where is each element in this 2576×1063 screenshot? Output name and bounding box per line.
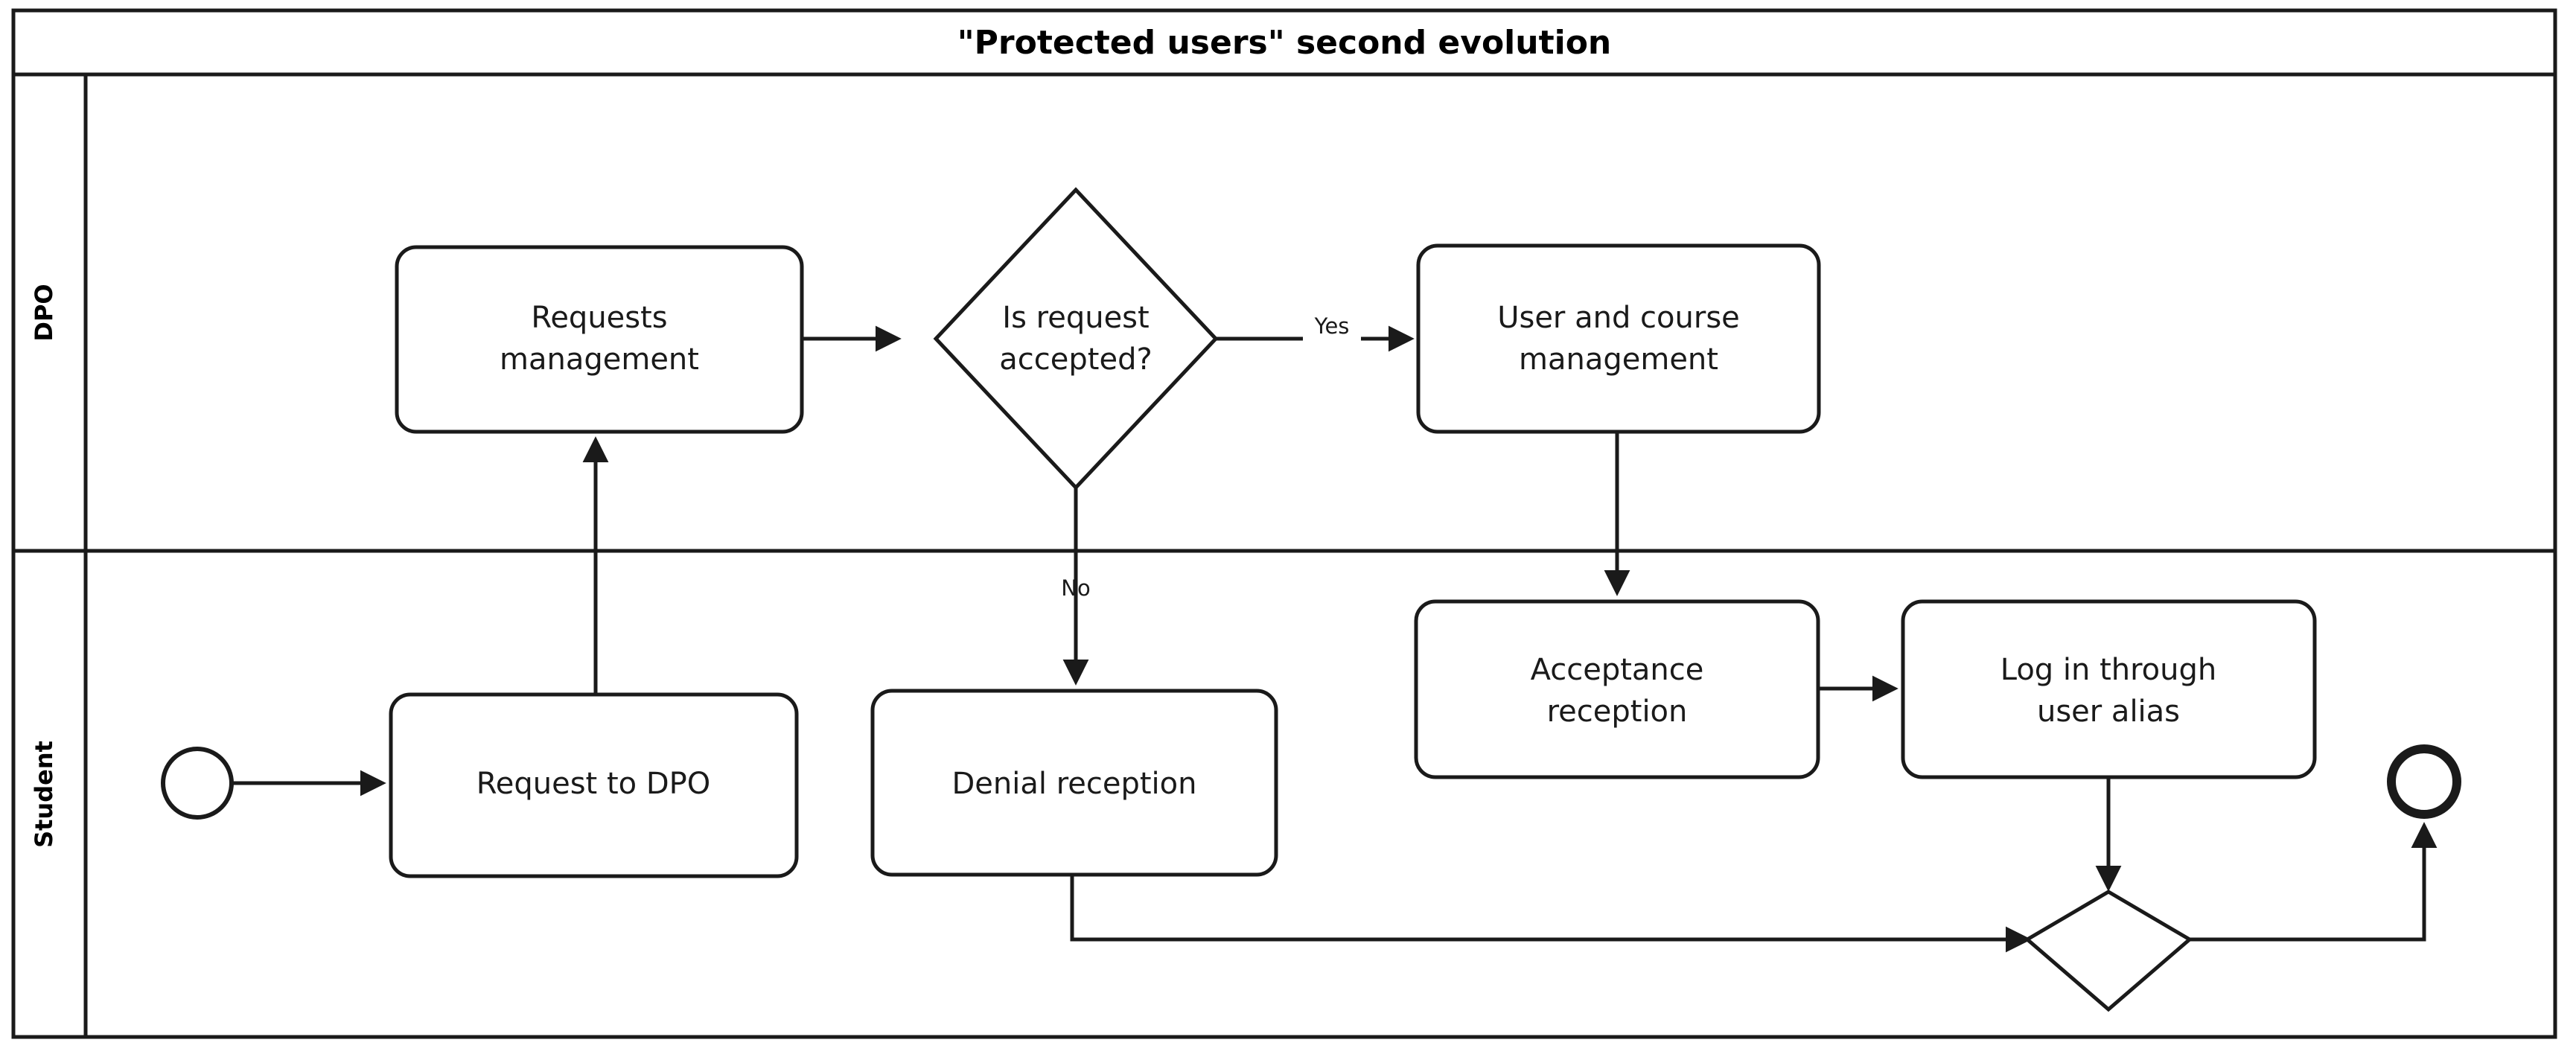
pool-frame <box>11 8 2557 1039</box>
node-request-to-dpo[interactable]: Request to DPO <box>389 692 799 878</box>
node-denial-reception-label: Denial reception <box>951 767 1196 801</box>
lane-label-student: Student <box>30 741 58 848</box>
node-requests-management-label-line1: Requests <box>531 301 667 335</box>
node-acceptance-reception-label-line1: Acceptance <box>1531 653 1704 687</box>
node-user-and-course-management-label-line2: management <box>1519 342 1718 377</box>
gateway-is-request-accepted[interactable]: Is request accepted? <box>933 187 1219 491</box>
node-requests-management[interactable]: Requests management <box>395 245 804 434</box>
flow-connectors <box>231 325 2438 953</box>
node-log-in-through-user-alias[interactable]: Log in through user alias <box>1901 599 2317 779</box>
pool-title: "Protected users" second evolution <box>957 24 1612 62</box>
lane-label-dpo: DPO <box>30 284 58 341</box>
gateway-is-request-accepted-label-line2: accepted? <box>999 342 1152 377</box>
gateway-is-request-accepted-label-line1: Is request <box>1002 301 1149 335</box>
edge-denial-to-merge <box>1070 875 2032 953</box>
node-requests-management-label-line2: management <box>500 342 699 377</box>
node-log-in-label-line1: Log in through <box>2000 653 2217 687</box>
edge-label-yes: Yes <box>1314 313 1350 339</box>
node-acceptance-reception-label-line2: reception <box>1547 695 1688 729</box>
node-denial-reception[interactable]: Denial reception <box>870 689 1278 877</box>
start-event[interactable] <box>161 747 234 820</box>
edge-merge-to-end <box>2190 822 2438 942</box>
edge-label-no: No <box>1061 575 1090 601</box>
gateway-merge[interactable] <box>2024 890 2193 1012</box>
node-acceptance-reception[interactable]: Acceptance reception <box>1414 599 1820 779</box>
end-event[interactable] <box>2387 744 2461 819</box>
node-user-and-course-management-label-line1: User and course <box>1497 301 1740 335</box>
node-user-and-course-management[interactable]: User and course management <box>1416 243 1821 434</box>
node-request-to-dpo-label: Request to DPO <box>476 767 710 801</box>
node-log-in-label-line2: user alias <box>2037 695 2180 729</box>
